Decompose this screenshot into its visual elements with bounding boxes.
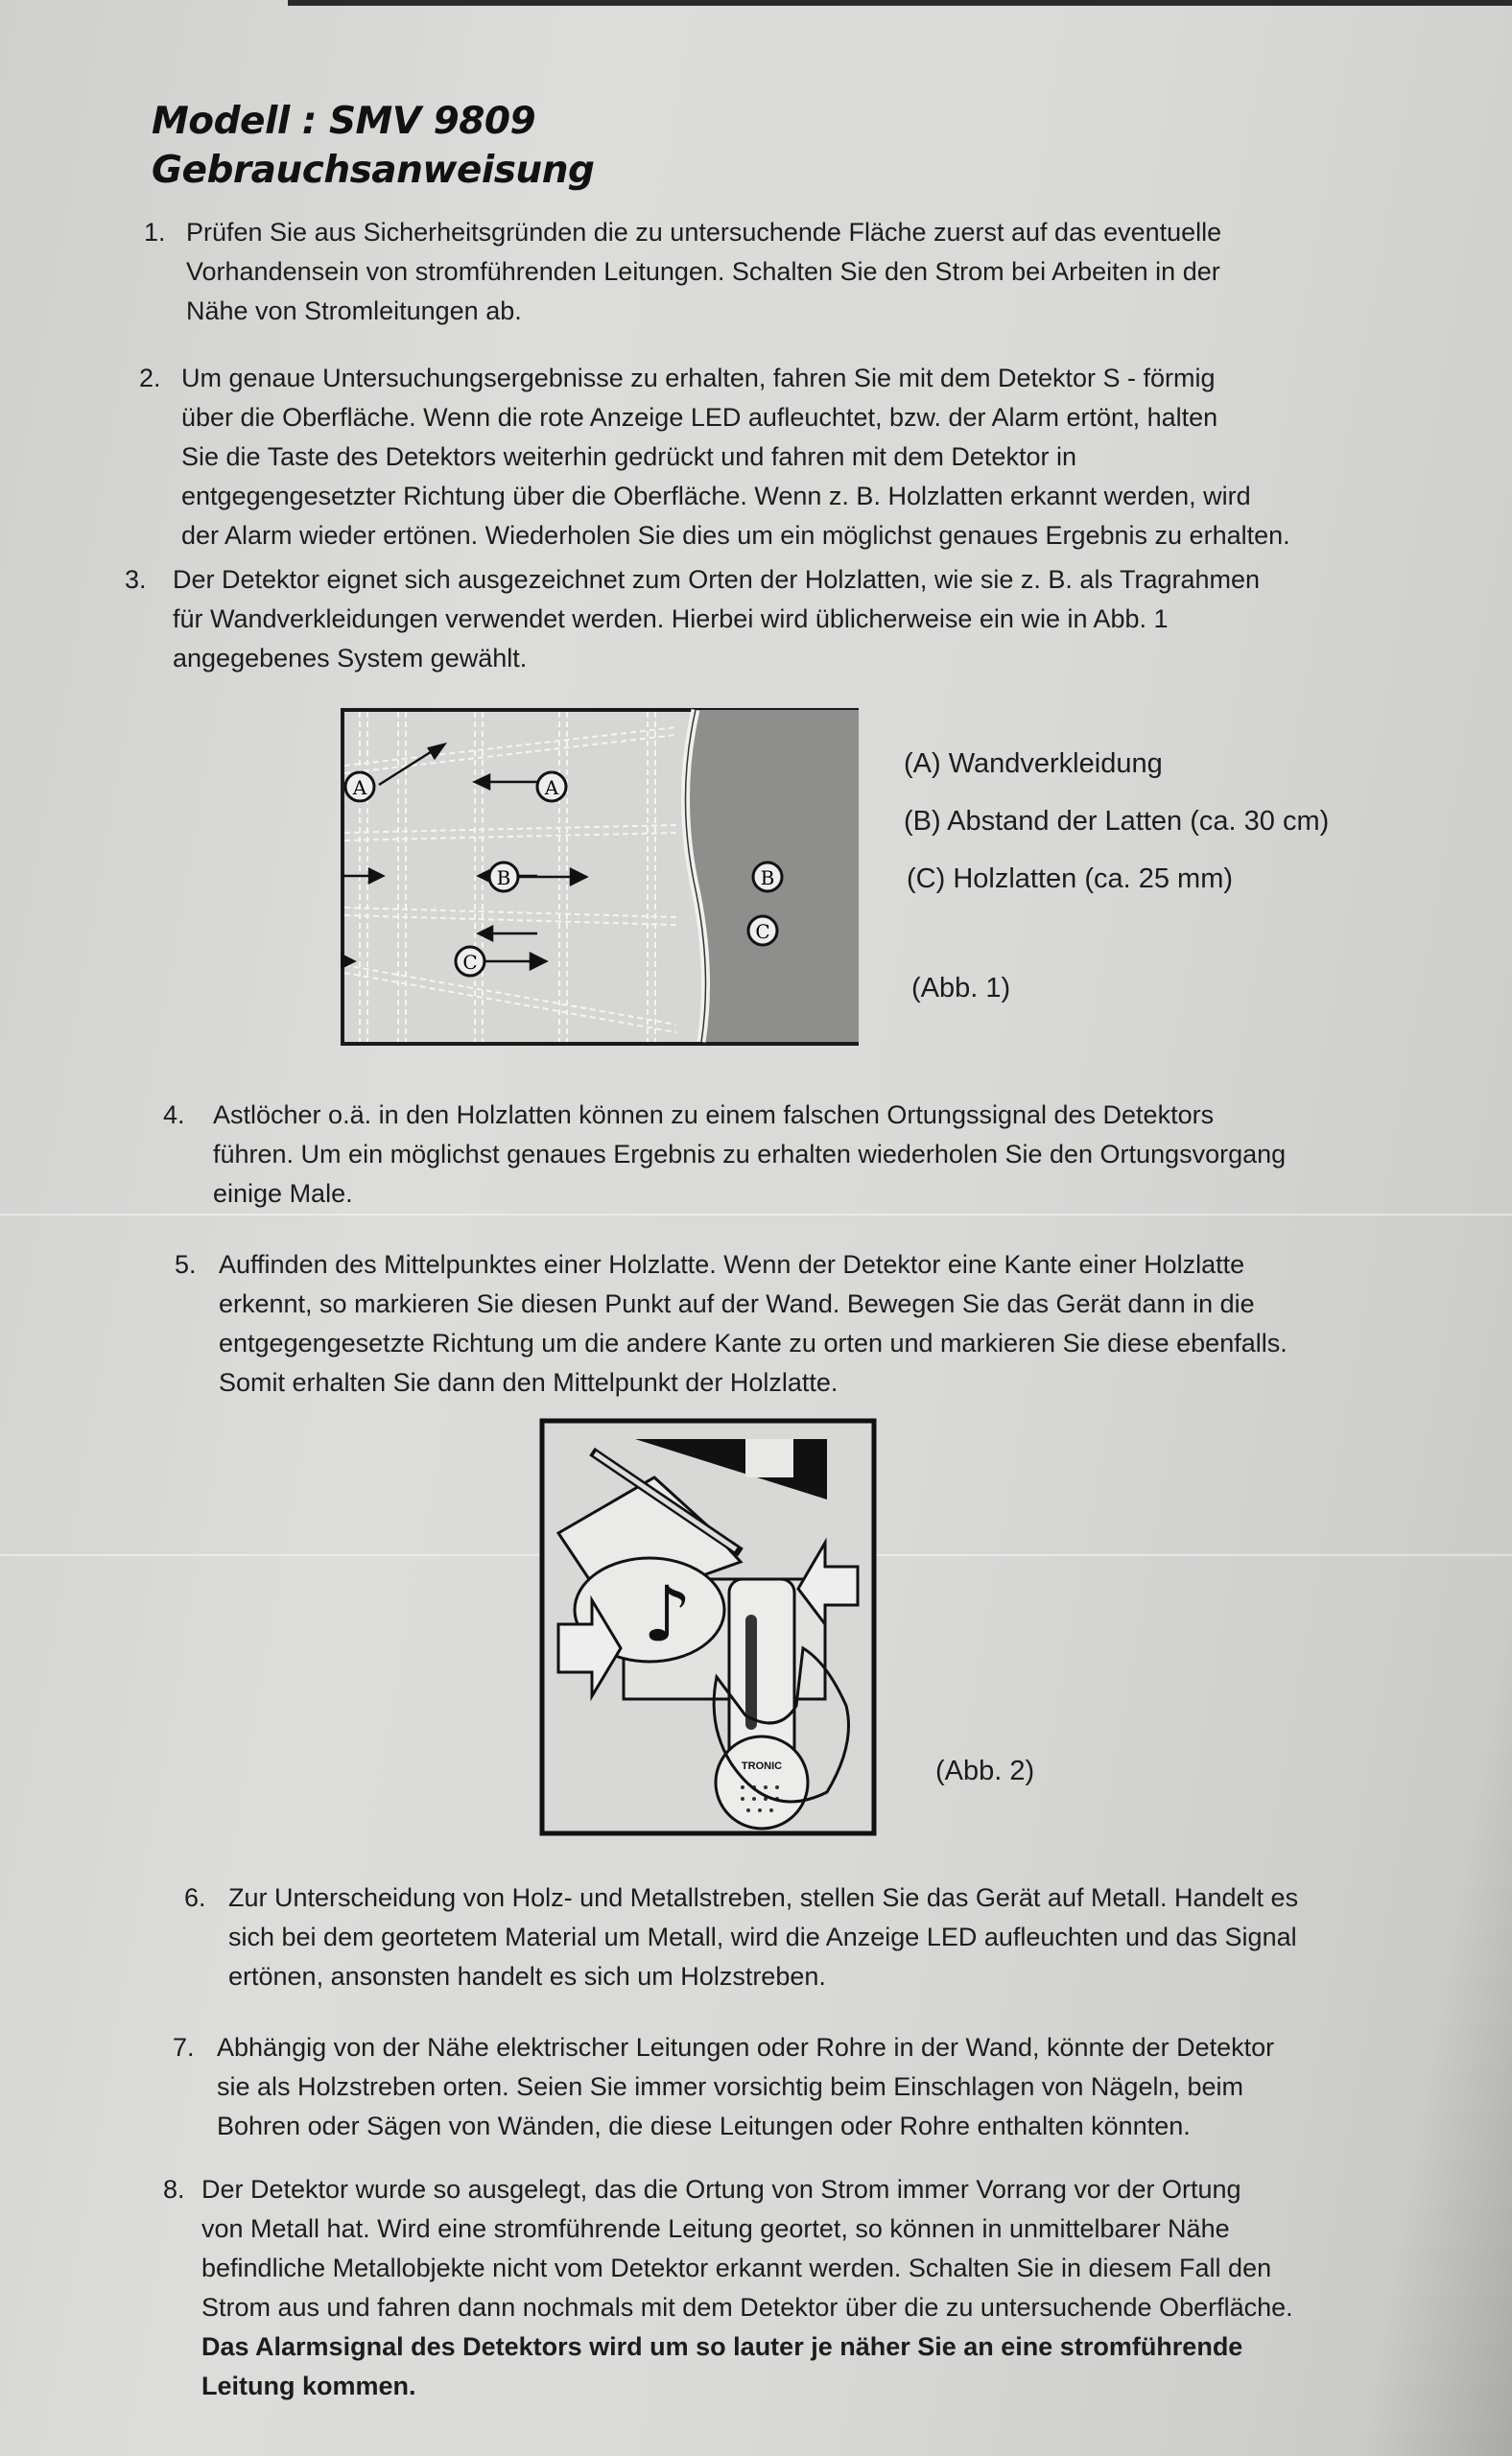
- instruction-item-3: 3. Der Detektor eignet sich ausgezeichne…: [125, 560, 1260, 678]
- instruction-item-2: 2. Um genaue Untersuchungsergebnisse zu …: [139, 359, 1290, 555]
- svg-text:B: B: [761, 866, 775, 889]
- text-line: ertönen, ansonsten handelt es sich um Ho…: [228, 1962, 826, 1991]
- instruction-item-1: 1. Prüfen Sie aus Sicherheitsgründen die…: [144, 213, 1221, 331]
- item-number: 3.: [125, 565, 147, 594]
- instruction-item-5: 5. Auffinden des Mittelpunktes einer Hol…: [175, 1245, 1288, 1403]
- instruction-item-6: 6. Zur Unterscheidung von Holz- und Meta…: [184, 1878, 1298, 1996]
- text-line: für Wandverkleidungen verwendet werden. …: [173, 604, 1169, 633]
- text-line: entgegengesetzte Richtung um die andere …: [219, 1329, 1288, 1358]
- text-line: entgegengesetzter Richtung über die Ober…: [181, 482, 1251, 510]
- figure-2-detector-illustration: ♪ TRONIC: [539, 1418, 877, 1836]
- text-line: Abhängig von der Nähe elektrischer Leitu…: [217, 2033, 1275, 2062]
- svg-text:B: B: [497, 866, 511, 889]
- device-brand-label: TRONIC: [742, 1760, 782, 1772]
- svg-text:A: A: [544, 776, 559, 799]
- legend-a: (A) Wandverkleidung: [904, 748, 1163, 779]
- item-number: 4.: [163, 1100, 185, 1129]
- legend-c: (C) Holzlatten (ca. 25 mm): [907, 863, 1234, 894]
- text-line: Bohren oder Sägen von Wänden, die diese …: [217, 2112, 1191, 2140]
- marker-c-left: C: [454, 945, 486, 978]
- music-note-icon: ♪: [643, 1570, 692, 1659]
- text-line: Vorhandensein von stromführenden Leitung…: [186, 257, 1220, 286]
- model-title: Modell : SMV 9809: [152, 100, 536, 143]
- marker-a-left: A: [343, 770, 376, 803]
- figure-1-caption: (Abb. 1): [911, 973, 1011, 1004]
- item-number: 7.: [173, 2033, 195, 2062]
- text-line: über die Oberfläche. Wenn die rote Anzei…: [181, 403, 1218, 432]
- text-line: Somit erhalten Sie dann den Mittelpunkt …: [219, 1368, 839, 1397]
- paper-fold: [0, 1214, 1512, 1216]
- marker-c-right: C: [746, 914, 779, 947]
- marker-b-left: B: [487, 861, 520, 893]
- item-number: 6.: [184, 1883, 206, 1912]
- text-line: führen. Um ein möglichst genaues Ergebni…: [213, 1140, 1287, 1169]
- text-line: Astlöcher o.ä. in den Holzlatten können …: [213, 1100, 1215, 1129]
- text-line: von Metall hat. Wird eine stromführende …: [201, 2214, 1230, 2243]
- text-line: sich bei dem geortetem Material um Metal…: [228, 1923, 1297, 1951]
- text-line: Zur Unterscheidung von Holz- und Metalls…: [228, 1883, 1299, 1912]
- svg-text:C: C: [755, 920, 769, 943]
- text-line: angegebenes System gewählt.: [173, 644, 528, 673]
- svg-text:A: A: [352, 776, 367, 799]
- svg-text:C: C: [462, 951, 477, 974]
- item-number: 2.: [139, 364, 161, 392]
- text-line: der Alarm wieder ertönen. Wiederholen Si…: [181, 521, 1290, 550]
- item-number: 8.: [163, 2175, 185, 2204]
- text-line: sie als Holzstreben orten. Seien Sie imm…: [217, 2072, 1244, 2101]
- text-line: Nähe von Stromleitungen ab.: [186, 296, 522, 325]
- text-line: erkennt, so markieren Sie diesen Punkt a…: [219, 1289, 1255, 1318]
- text-line: Der Detektor eignet sich ausgezeichnet z…: [173, 565, 1261, 594]
- marker-a-right: A: [535, 770, 568, 803]
- legend-b: (B) Abstand der Latten (ca. 30 cm): [904, 806, 1330, 837]
- text-line: befindliche Metallobjekte nicht vom Dete…: [201, 2254, 1272, 2282]
- text-line: Strom aus und fahren dann nochmals mit d…: [201, 2293, 1293, 2322]
- warning-text-line: Leitung kommen.: [201, 2372, 416, 2400]
- item-number: 1.: [144, 218, 166, 247]
- text-line: Prüfen Sie aus Sicherheitsgründen die zu…: [186, 218, 1222, 247]
- instruction-item-4: 4. Astlöcher o.ä. in den Holzlatten könn…: [163, 1096, 1286, 1214]
- document-subtitle: Gebrauchsanweisung: [152, 149, 595, 192]
- text-line: einige Male.: [213, 1179, 353, 1208]
- text-line: Um genaue Untersuchungsergebnisse zu erh…: [181, 364, 1216, 392]
- text-line: Sie die Taste des Detektors weiterhin ge…: [181, 442, 1076, 471]
- warning-text-line: Das Alarmsignal des Detektors wird um so…: [201, 2332, 1243, 2361]
- marker-b-right: B: [751, 861, 784, 893]
- instruction-item-8: 8. Der Detektor wurde so ausgelegt, das …: [163, 2170, 1293, 2406]
- photo-edge: [288, 0, 1512, 6]
- text-line: Der Detektor wurde so ausgelegt, das die…: [201, 2175, 1241, 2204]
- figure-1-wall-diagram: A A: [341, 708, 859, 1046]
- item-number: 5.: [175, 1250, 197, 1279]
- figure-1-markers: B B C C: [454, 861, 784, 978]
- figure-2-caption: (Abb. 2): [935, 1756, 1035, 1786]
- instruction-item-7: 7. Abhängig von der Nähe elektrischer Le…: [173, 2028, 1274, 2146]
- text-line: Auffinden des Mittelpunktes einer Holzla…: [219, 1250, 1245, 1279]
